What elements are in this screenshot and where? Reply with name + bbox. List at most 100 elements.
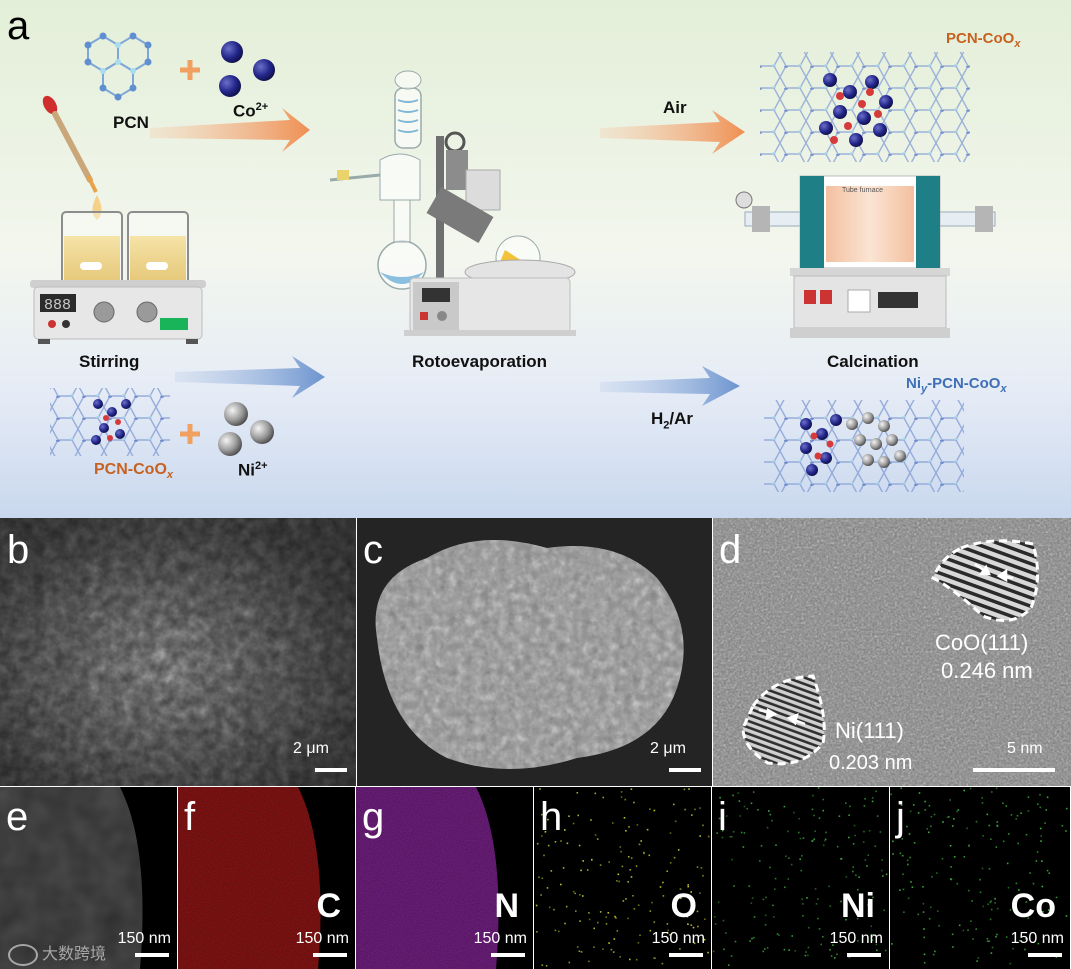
eds-signal-dot (769, 813, 772, 816)
eds-signal-dot (1055, 956, 1058, 958)
eds-signal-dot (1002, 840, 1005, 843)
eds-signal-dot (703, 938, 706, 941)
eds-signal-dot (1036, 851, 1039, 853)
eds-signal-dot (693, 942, 696, 945)
eds-signal-dot (666, 923, 669, 925)
eds-texture-g (356, 787, 499, 969)
eds-signal-dot (867, 903, 869, 906)
eds-signal-dot (848, 836, 850, 839)
eds-signal-dot (759, 860, 761, 862)
eds-signal-dot (673, 856, 676, 859)
eds-signal-dot (536, 931, 538, 933)
eds-signal-dot (702, 874, 704, 877)
tube-furnace-icon: Tube furnace (735, 175, 996, 338)
eds-signal-dot (975, 928, 977, 930)
panel-letter-b: b (7, 528, 30, 572)
scale-bar-b (315, 768, 347, 772)
sem-image-b: b 2 μm (0, 518, 356, 786)
eds-signal-dot (822, 936, 824, 938)
eds-signal-dot (768, 810, 770, 812)
eds-signal-dot (691, 814, 693, 816)
scale-bar-g (491, 953, 525, 957)
scale-label-g: 150 nm (473, 930, 527, 947)
eds-signal-dot (885, 873, 888, 876)
eds-signal-dot (879, 831, 882, 833)
eds-signal-dot (572, 822, 575, 825)
eds-signal-dot (560, 840, 562, 842)
eds-signal-dot (536, 842, 539, 845)
eds-signal-dot (798, 817, 800, 820)
eds-signal-dot (602, 796, 604, 799)
eds-signal-dot (812, 839, 814, 842)
eds-signal-dot (995, 935, 997, 938)
eds-signal-dot (1010, 814, 1013, 816)
eds-signal-dot (900, 787, 902, 789)
eds-signal-dot (996, 821, 999, 823)
element-label-j: Co (1010, 887, 1056, 925)
eds-signal-dot (829, 949, 831, 951)
eds-signal-dot (716, 832, 718, 834)
eds-signal-dot (923, 961, 926, 964)
eds-signal-dot (1015, 818, 1017, 820)
eds-signal-dot (771, 819, 773, 822)
calcination-label: Calcination (827, 352, 919, 371)
eds-signal-dot (712, 950, 715, 953)
eds-signal-dot (892, 840, 894, 843)
eds-signal-dot (721, 836, 724, 839)
eds-signal-dot (867, 854, 870, 856)
eds-signal-dot (1025, 901, 1028, 903)
pcn-label: PCN (113, 113, 149, 132)
orange-arrow (150, 108, 310, 152)
eds-signal-dot (949, 878, 952, 880)
eds-signal-dot (774, 877, 777, 880)
eds-signal-dot (817, 898, 819, 900)
eds-signal-dot (627, 917, 629, 920)
eds-signal-dot (576, 946, 579, 948)
eds-signal-dot (962, 929, 965, 932)
eds-signal-dot (840, 900, 842, 903)
scale-bar-d (973, 768, 1055, 772)
eds-signal-dot (923, 928, 925, 930)
eds-signal-dot (864, 798, 866, 800)
stirrer-display: 888 (44, 297, 71, 314)
eds-signal-dot (848, 956, 851, 959)
eds-signal-dot (649, 910, 652, 912)
eds-signal-dot (928, 831, 930, 834)
eds-signal-dot (818, 928, 821, 930)
eds-signal-dot (1032, 882, 1035, 885)
eds-signal-dot (853, 824, 856, 827)
eds-signal-dot (923, 936, 925, 939)
eds-signal-dot (1024, 948, 1026, 951)
panel-letter-d: d (719, 528, 742, 572)
sem-image-c: c 2 μm (357, 518, 712, 786)
eds-signal-dot (988, 824, 991, 827)
eds-signal-dot (743, 832, 746, 834)
scale-label-j: 150 nm (1010, 930, 1064, 947)
eds-signal-dot (991, 946, 994, 949)
eds-signal-dot (666, 870, 668, 872)
eds-signal-dot (580, 951, 583, 953)
eds-signal-dot (722, 829, 724, 832)
eds-signal-dot (924, 800, 926, 803)
eds-signal-dot (868, 830, 871, 832)
eds-signal-dot (653, 957, 655, 959)
eds-signal-dot (612, 822, 614, 824)
eds-signal-dot (1025, 833, 1028, 836)
panel-letter-j: j (896, 795, 905, 839)
eds-signal-dot (762, 950, 765, 953)
eds-signal-dot (917, 913, 920, 916)
eds-signal-dot (562, 867, 565, 869)
scale-label-h: 150 nm (651, 930, 705, 947)
eds-signal-dot (876, 815, 879, 817)
eds-signal-dot (953, 818, 955, 820)
eds-signal-dot (874, 845, 877, 847)
eds-signal-dot (637, 904, 640, 906)
eds-signal-dot (825, 831, 827, 834)
eds-signal-dot (690, 891, 692, 893)
eds-signal-dot (788, 857, 790, 859)
eds-signal-dot (902, 888, 905, 891)
eds-signal-dot (704, 918, 706, 920)
scale-bar-j (1028, 953, 1062, 957)
eds-signal-dot (687, 884, 689, 886)
